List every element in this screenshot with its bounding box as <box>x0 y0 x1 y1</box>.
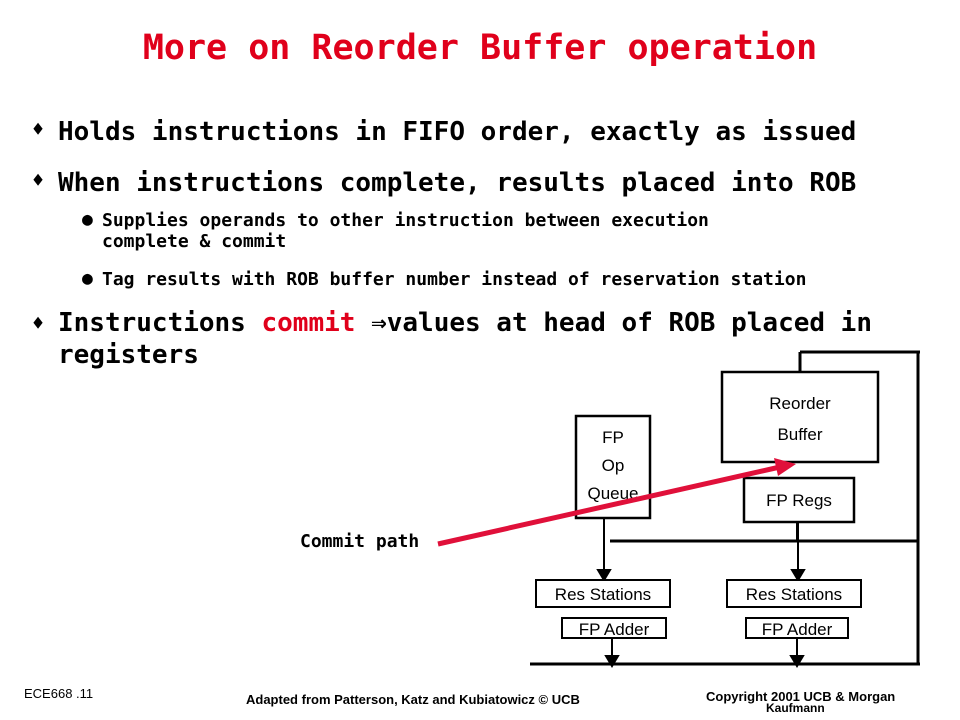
res-stations-right-box <box>726 579 862 608</box>
bullet-commit: ♦ Instructions commit ⇒values at head of… <box>32 307 872 371</box>
bullet-text: Holds instructions in FIFO order, exactl… <box>58 117 857 147</box>
reorder-buffer-label-2: Buffer <box>777 425 822 444</box>
subbullet-supplies-operands: ● Supplies operands to other instruction… <box>82 209 709 252</box>
subbullet-text-line1: Supplies operands to other instruction b… <box>102 210 709 231</box>
reorder-buffer-label-1: Reorder <box>769 394 831 413</box>
diamond-bullet-icon: ♦ <box>32 168 45 192</box>
res-stations-left-box <box>535 579 671 608</box>
fp-op-queue-label-3: Queue <box>587 484 638 503</box>
res-stations-right-label: Res Stations <box>746 585 842 604</box>
bullet-fifo: ♦ Holds instructions in FIFO order, exac… <box>32 117 857 147</box>
fp-regs-label: FP Regs <box>766 491 832 510</box>
copyright-line2: Kaufmann <box>766 701 825 715</box>
dot-bullet-icon: ● <box>82 268 93 289</box>
commit-highlight: commit <box>261 308 356 338</box>
fp-op-queue-label-1: FP <box>602 428 624 447</box>
bullet-results-rob: ♦ When instructions complete, results pl… <box>32 168 857 198</box>
fp-adder-left-label: FP Adder <box>579 620 650 639</box>
fp-adder-left-box <box>561 617 667 639</box>
datapath-arrows <box>596 518 806 668</box>
credit-text: Adapted from Patterson, Katz and Kubiato… <box>246 692 580 707</box>
bullet-text-pre: Instructions <box>58 308 262 338</box>
diamond-bullet-icon: ♦ <box>32 311 45 335</box>
bullet-text-post: values at head of ROB placed in <box>386 308 872 338</box>
copyright-line1: Copyright 2001 UCB & Morgan <box>706 689 896 704</box>
res-stations-left-label: Res Stations <box>555 585 651 604</box>
slide-title: More on Reorder Buffer operation <box>142 28 818 68</box>
datapath-wires <box>530 350 920 666</box>
implies-arrow-icon: ⇒ <box>371 308 387 338</box>
fp-op-queue-label-2: Op <box>602 456 625 475</box>
diamond-bullet-icon: ♦ <box>32 117 45 141</box>
reorder-buffer-box <box>720 370 880 464</box>
bullet-text: When instructions complete, results plac… <box>58 168 857 198</box>
subbullet-tag-results: ● Tag results with ROB buffer number ins… <box>82 268 807 290</box>
fp-adder-right-box <box>745 617 849 639</box>
subbullet-text: Tag results with ROB buffer number inste… <box>102 269 807 290</box>
commit-path-label: Commit path <box>300 531 420 552</box>
fp-regs-box <box>742 476 856 524</box>
dot-bullet-icon: ● <box>82 209 93 230</box>
subbullet-text-line2: complete & commit <box>102 231 287 252</box>
slide-number: ECE668 .11 <box>24 686 94 701</box>
fp-adder-right-label: FP Adder <box>762 620 833 639</box>
commit-path-arrow <box>437 458 796 547</box>
bullet-text-line2: registers <box>58 340 199 370</box>
